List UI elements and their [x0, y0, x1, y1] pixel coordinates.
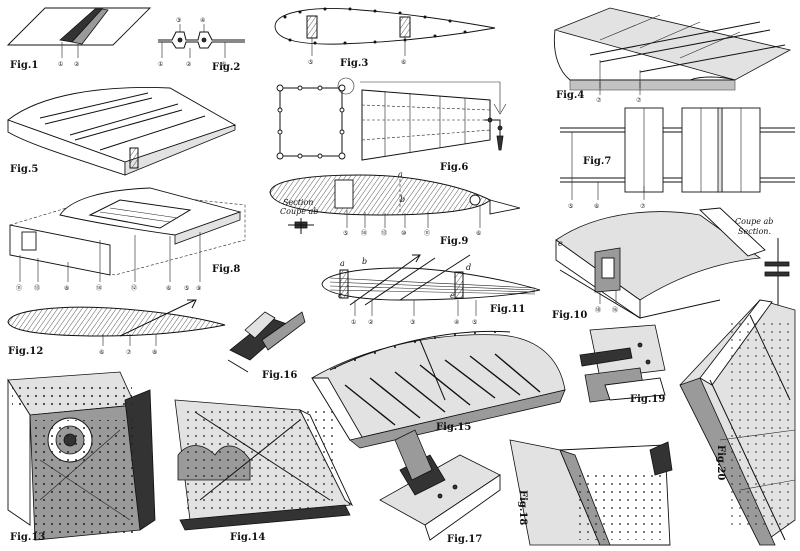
figure-14: Fig.14 — [174, 399, 354, 543]
fig-2-callout-1: ① — [158, 61, 163, 68]
fig-10-label: Fig.10 — [552, 310, 587, 321]
fig-9-callout-11: ⑪ — [424, 229, 430, 237]
fig-11-letter-a: a — [340, 259, 345, 268]
fig-8-callout-14: ⑭ — [96, 284, 102, 292]
fig-20-label: Fig.20 — [715, 445, 726, 480]
figure-10: ⑱ ⑯ e Coupe ab Section. Fig.10 — [552, 207, 790, 321]
fig-2-callout-2: ② — [186, 61, 192, 68]
fig-6-label: Fig.6 — [440, 162, 468, 173]
figure-16: Fig.16 — [227, 311, 306, 381]
fig-9-callout-13: ⑬ — [381, 229, 387, 237]
figure-2: ③ ④ ① ② ⑥ Fig.2 — [158, 17, 245, 73]
fig-17-label: Fig.17 — [447, 534, 482, 545]
fig-1-callout-2: ② — [74, 61, 80, 68]
fig-19-label: Fig.19 — [630, 394, 665, 405]
fig-7-callout-5: ⑤ — [568, 203, 573, 210]
figure-7: Fig.7 ⑤ ⑥ ⑦ — [560, 107, 795, 210]
fig-16-label: Fig.16 — [262, 370, 297, 381]
figure-3: ⑤ ⑥ Fig.3 — [274, 7, 496, 69]
fig-4-callout-7b: ⑦ — [636, 97, 642, 104]
fig-18-label: Fig.18 — [517, 490, 528, 525]
fig-8-callout-6: ⑥ — [166, 285, 171, 292]
svg-text:a: a — [398, 170, 403, 179]
fig-12-callout-8: ⑧ — [152, 349, 157, 356]
fig-2-callout-6: ⑥ — [221, 61, 226, 68]
figure-17: Fig.17 — [379, 429, 501, 545]
figure-1: Fig.1 ① ② — [6, 7, 152, 71]
figure-20: Fig.20 — [679, 299, 796, 546]
fig-12-callout-6: ⑥ — [99, 349, 104, 356]
fig-7-label: Fig.7 — [583, 156, 611, 167]
fig-1-callout-1: ① — [58, 61, 63, 68]
fig-8-label: Fig.8 — [212, 264, 240, 275]
fig-10-letter-e: e — [558, 239, 563, 248]
fig-8-callout-13: ⑬ — [34, 284, 40, 292]
fig-3-callout-6: ⑥ — [401, 59, 406, 66]
fig-11-callout-2: ② — [368, 319, 374, 326]
fig-9-callout-5: ⑤ — [343, 230, 348, 237]
figure-6: Fig.6 — [276, 77, 507, 173]
fig-10-callout-18: ⑱ — [595, 306, 601, 314]
fig-2-callout-4: ④ — [200, 17, 205, 24]
fig-10-section-label: Section. — [738, 227, 771, 236]
fig-2-label: Fig.2 — [212, 62, 240, 73]
fig-9-label: Fig.9 — [440, 236, 468, 247]
fig-11-callout-3: ③ — [410, 319, 415, 326]
fig-1-label: Fig.1 — [10, 60, 38, 71]
figure-5: Fig.5 — [7, 87, 237, 176]
fig-11-letter-e: e — [450, 291, 455, 300]
fig-15-label: Fig.15 — [436, 422, 471, 433]
figure-4: ⑦ ⑦ Fig.4 — [553, 7, 792, 104]
fig-11-letter-b: b — [362, 257, 367, 266]
figure-18: Fig.18 — [509, 439, 673, 546]
fig-4-label: Fig.4 — [556, 90, 584, 101]
fig-8-callout-8: ⑧ — [64, 285, 69, 292]
fig-7-callout-7: ⑦ — [640, 203, 646, 210]
fig-13-label: Fig.13 — [10, 532, 45, 543]
fig-11-callout-4: ④ — [454, 319, 459, 326]
figure-13: Fig.13 — [7, 371, 156, 543]
svg-text:b: b — [400, 195, 405, 204]
fig-9-callout-10: ⑩ — [401, 230, 406, 237]
fig-11-letter-d: d — [466, 263, 471, 272]
fig-9-section-label: Section — [283, 198, 313, 207]
fig-10-callout-16: ⑯ — [612, 306, 618, 314]
fig-2-callout-3: ③ — [176, 17, 181, 24]
fig-5-label: Fig.5 — [10, 164, 38, 175]
fig-9-coupe-label: Coupe ab — [280, 207, 318, 216]
fig-14-label: Fig.14 — [230, 532, 265, 543]
fig-11-letter-c: c — [338, 291, 343, 300]
fig-11-callout-1: ① — [351, 319, 356, 326]
figure-11: a b c d e ① ② ③ ④ ⑤ Fig.11 — [321, 254, 541, 326]
fig-11-callout-5: ⑤ — [472, 319, 477, 326]
fig-10-coupe-label: Coupe ab — [735, 217, 773, 226]
figure-12: ⑥ ⑦ ⑧ Fig.12 — [7, 299, 226, 357]
fig-9-callout-6: ⑥ — [476, 230, 481, 237]
fig-8-callout-12: ⑫ — [131, 284, 137, 292]
fig-11-label: Fig.11 — [490, 304, 525, 315]
fig-7-callout-6: ⑥ — [594, 203, 599, 210]
fig-12-label: Fig.12 — [8, 346, 43, 357]
fig-4-callout-7a: ⑦ — [596, 97, 602, 104]
fig-3-callout-5: ⑤ — [308, 59, 313, 66]
fig-3-label: Fig.3 — [340, 58, 368, 69]
fig-9-callout-14: ⑭ — [361, 229, 367, 237]
figure-15: Fig.15 — [311, 330, 566, 449]
fig-8-callout-9: ⑨ — [196, 285, 201, 292]
figure-8: ⑪ ⑬ ⑧ ⑭ ⑫ ⑥ ⑤ ⑨ Fig.8 — [9, 187, 246, 292]
figure-9: a b ⑤ ⑭ ⑬ ⑩ ⑪ ⑥ Section Coupe ab Fig.9 — [269, 170, 521, 247]
fig-8-callout-5: ⑤ — [184, 285, 189, 292]
figure-19: Fig.19 — [579, 324, 666, 405]
fig-12-callout-7: ⑦ — [126, 349, 132, 356]
fig-8-callout-11: ⑪ — [16, 284, 22, 292]
